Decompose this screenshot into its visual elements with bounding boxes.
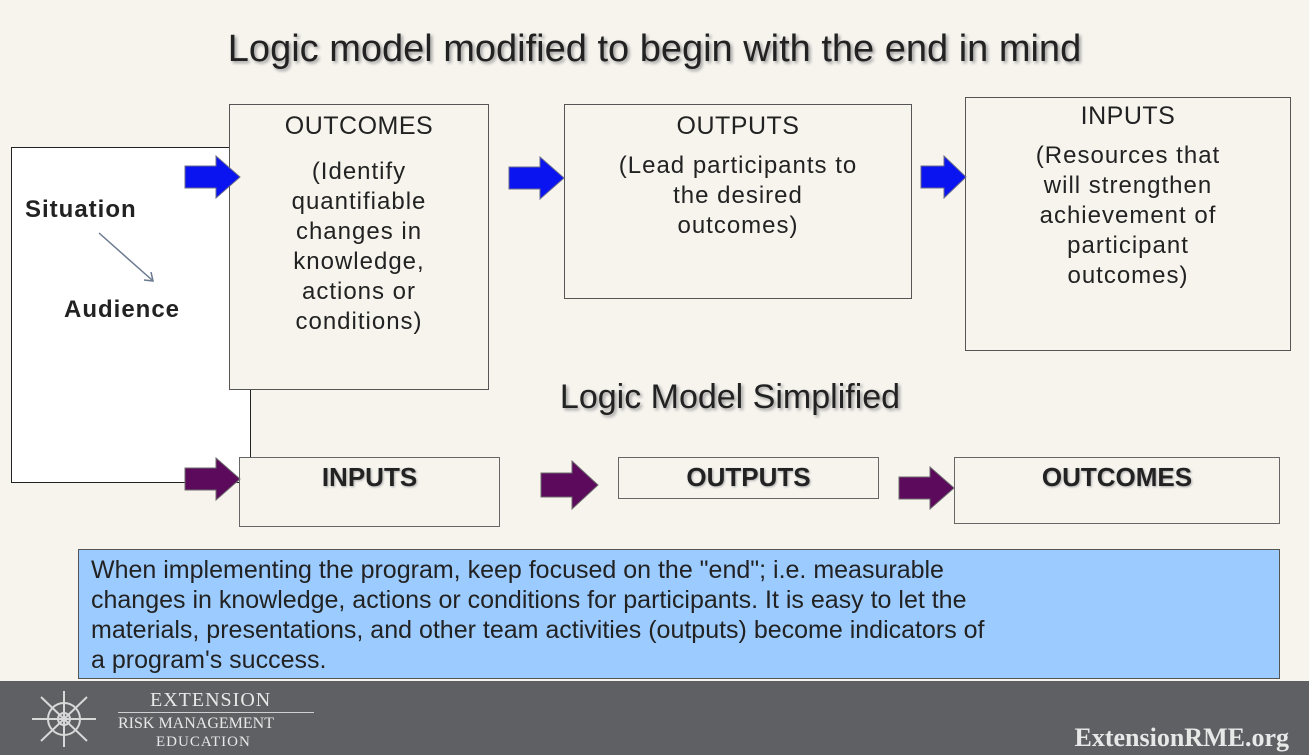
- right-arrow-icon: [184, 457, 241, 501]
- simplified-inputs-label: INPUTS: [321, 462, 418, 492]
- outputs-box: OUTPUTS (Lead participants to the desire…: [564, 104, 912, 299]
- footer-bar: EXTENSION RISK MANAGEMENT EDUCATION Exte…: [0, 681, 1309, 755]
- note-line: When implementing the program, keep focu…: [91, 556, 944, 584]
- simplified-outputs-label: OUTPUTS: [686, 462, 811, 492]
- right-arrow-icon: [898, 466, 955, 510]
- logo-line-extension: EXTENSION: [150, 689, 272, 711]
- note-line: a program's success.: [91, 646, 327, 674]
- inputs-desc-line: (Resources that: [1035, 142, 1221, 169]
- note-line: changes in knowledge, actions or conditi…: [91, 586, 967, 614]
- simplified-outcomes-box: OUTCOMES: [954, 457, 1280, 524]
- right-arrow-icon: [184, 155, 241, 199]
- ship-wheel-icon: [32, 691, 96, 747]
- focus-note: When implementing the program, keep focu…: [78, 549, 1280, 679]
- right-arrow-icon: [508, 156, 565, 200]
- outputs-desc-line: (Lead participants to: [618, 152, 858, 179]
- slide-title: Logic model modified to begin with the e…: [227, 28, 1082, 70]
- outcomes-desc-line: (Identify: [311, 158, 407, 185]
- situation-box: Situation Audience: [11, 147, 251, 483]
- footer-url[interactable]: ExtensionRME.org: [1074, 723, 1290, 752]
- outputs-description: (Lead participants to the desired outcom…: [565, 151, 911, 241]
- logo-line-education: EDUCATION: [156, 734, 251, 750]
- situation-label: Situation: [25, 196, 137, 223]
- outcomes-desc-line: actions or: [301, 278, 417, 305]
- inputs-desc-line: outcomes): [1067, 262, 1189, 289]
- inputs-desc-line: will strengthen: [1043, 172, 1213, 199]
- outcomes-desc-line: conditions): [295, 308, 423, 335]
- outcomes-desc-line: knowledge,: [293, 248, 425, 275]
- inputs-description: (Resources that will strengthen achievem…: [966, 141, 1290, 291]
- right-arrow-icon: [920, 155, 967, 199]
- outputs-desc-line: outcomes): [677, 212, 799, 239]
- inputs-desc-line: achievement of: [1039, 202, 1217, 229]
- logo-divider: [118, 712, 314, 713]
- outcomes-description: (Identify quantifiable changes in knowle…: [230, 157, 488, 337]
- simplified-outcomes-label: OUTCOMES: [1041, 462, 1193, 492]
- outcomes-heading: OUTCOMES: [284, 112, 434, 140]
- simplified-outputs-box: OUTPUTS: [618, 457, 879, 499]
- inputs-heading: INPUTS: [1080, 102, 1176, 130]
- inputs-box: INPUTS (Resources that will strengthen a…: [965, 97, 1291, 351]
- logo-line-risk-management: RISK MANAGEMENT: [118, 715, 274, 732]
- note-line: materials, presentations, and other team…: [91, 616, 985, 644]
- simplified-subtitle: Logic Model Simplified: [559, 378, 901, 416]
- right-arrow-icon: [540, 460, 599, 510]
- outcomes-desc-line: quantifiable: [291, 188, 427, 215]
- diagonal-arrow-icon: [98, 232, 154, 282]
- outputs-heading: OUTPUTS: [676, 112, 800, 140]
- inputs-desc-line: participant: [1067, 232, 1189, 259]
- simplified-inputs-box: INPUTS: [239, 457, 500, 527]
- outcomes-desc-line: changes in: [295, 218, 423, 245]
- outputs-desc-line: the desired: [673, 182, 803, 209]
- audience-label: Audience: [64, 296, 181, 323]
- outcomes-box: OUTCOMES (Identify quantifiable changes …: [229, 104, 489, 390]
